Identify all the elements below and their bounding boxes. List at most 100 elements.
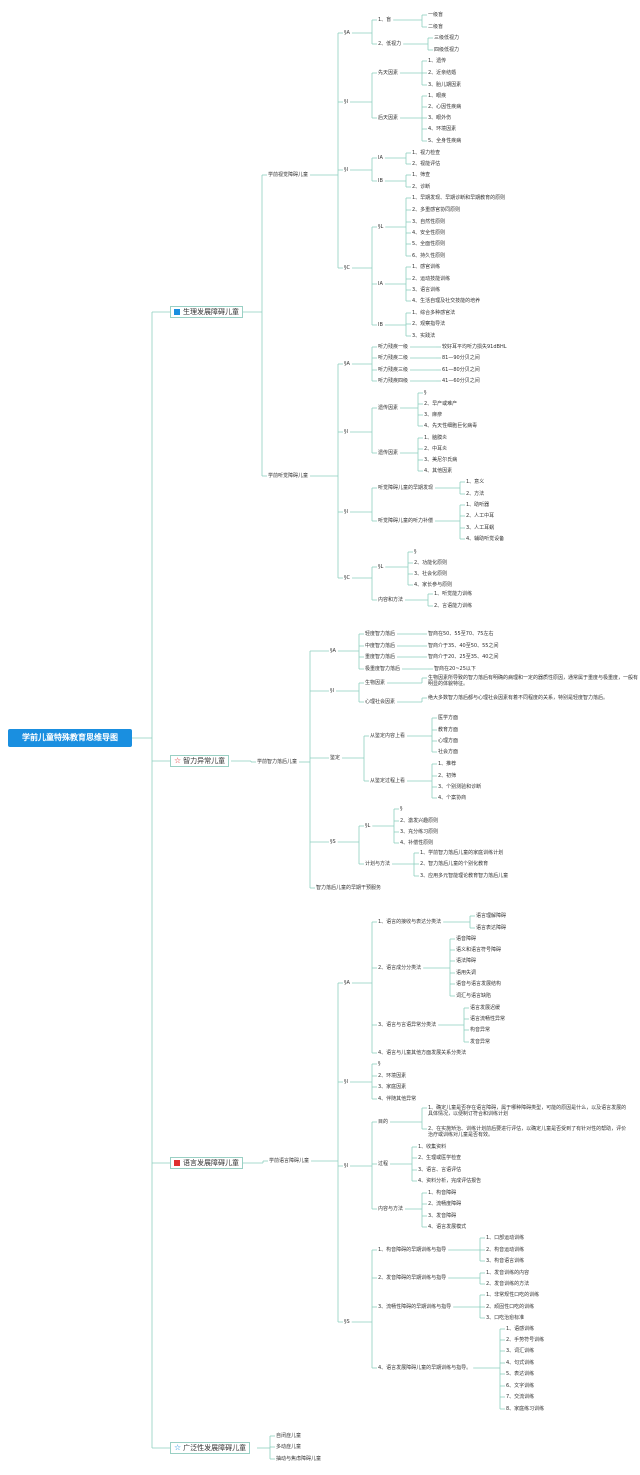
- map-node[interactable]: 智商在50、55至70、75左右: [428, 631, 494, 637]
- map-node[interactable]: 3、社会化原则: [414, 571, 448, 577]
- map-node[interactable]: §: [414, 549, 417, 555]
- category-language-disorder[interactable]: 语言发展障碍儿童: [170, 1157, 243, 1169]
- map-node[interactable]: 2、初筛: [438, 773, 457, 779]
- map-node[interactable]: 多动症儿童: [276, 1444, 302, 1450]
- map-node[interactable]: §I: [330, 688, 334, 694]
- map-node[interactable]: 3、实践法: [412, 333, 436, 339]
- map-node[interactable]: IB: [378, 178, 383, 184]
- map-node[interactable]: 2、环境因素: [378, 1073, 407, 1079]
- map-node[interactable]: 自闭症儿童: [276, 1433, 302, 1439]
- map-node[interactable]: §I: [344, 509, 348, 515]
- map-node[interactable]: 1、盲: [378, 17, 392, 23]
- map-node[interactable]: 1、非常规性口吃的训练: [486, 1292, 540, 1298]
- map-node[interactable]: §L: [378, 564, 384, 570]
- map-node[interactable]: 5、表达训练: [506, 1371, 535, 1377]
- map-node[interactable]: 学前语言障碍儿童: [269, 1158, 310, 1164]
- category-physical-disability[interactable]: 生理发展障碍儿童: [170, 306, 243, 318]
- map-node[interactable]: 61—80分贝之间: [442, 367, 480, 373]
- map-node[interactable]: 3、发音障碍: [428, 1213, 457, 1219]
- map-node[interactable]: 学前智力落后儿童: [257, 759, 298, 765]
- map-node[interactable]: 重度智力落后: [365, 654, 396, 660]
- map-node[interactable]: 4、环境因素: [428, 126, 457, 132]
- map-node[interactable]: 2、言语能力训练: [434, 603, 473, 609]
- map-node[interactable]: 3、眼外伤: [428, 115, 452, 121]
- map-node[interactable]: §I: [344, 1079, 348, 1085]
- map-node[interactable]: 后天因素: [378, 115, 399, 121]
- map-node[interactable]: 3、语言、言语评估: [418, 1167, 462, 1173]
- map-node[interactable]: 听力残疾二级: [378, 355, 409, 361]
- map-node[interactable]: 81—90分贝之间: [442, 355, 480, 361]
- map-node[interactable]: 语音与语言发展结构: [456, 981, 502, 987]
- map-node[interactable]: 3、语言训练: [412, 287, 441, 293]
- map-node[interactable]: 3、流畅性障碍的早期训练与指导: [378, 1304, 452, 1310]
- map-node[interactable]: 2、多重感官协同原则: [412, 207, 461, 213]
- map-node[interactable]: 2、语言成分分类法: [378, 965, 422, 971]
- map-node[interactable]: 1、早期发现、早期诊断和早期教育的原则: [412, 195, 506, 201]
- map-node[interactable]: 1、推荐: [438, 761, 457, 767]
- map-node[interactable]: 2、近亲结婚: [428, 70, 457, 76]
- map-node[interactable]: 4、家长参与原则: [414, 582, 453, 588]
- map-node[interactable]: 1、眼疾: [428, 93, 447, 99]
- map-node[interactable]: 1、感官训练: [412, 264, 441, 270]
- map-node[interactable]: 智力落后儿童的早期干预服务: [316, 885, 382, 891]
- map-node[interactable]: 8、家庭练习训练: [506, 1406, 545, 1412]
- map-node[interactable]: 41—60分贝之间: [442, 378, 480, 384]
- map-node[interactable]: §L: [378, 224, 384, 230]
- map-node[interactable]: 4、语言发展模式: [428, 1224, 467, 1230]
- map-node[interactable]: §I: [344, 429, 348, 435]
- map-node[interactable]: 2、流畅度障碍: [428, 1201, 462, 1207]
- map-node[interactable]: 5、全面性原则: [412, 241, 446, 247]
- map-node[interactable]: 3、语言与言语异常分类法: [378, 1022, 437, 1028]
- map-node[interactable]: 构音异常: [470, 1027, 491, 1033]
- map-node[interactable]: 智商介于35、40至50、55之间: [428, 643, 499, 649]
- map-node[interactable]: 听力残疾四级: [378, 378, 409, 384]
- map-node[interactable]: 4、生活自理及社交技能的培养: [412, 298, 481, 304]
- map-node[interactable]: 2、功能化原则: [414, 560, 448, 566]
- map-node[interactable]: §I: [344, 99, 348, 105]
- map-node[interactable]: 1、构音障碍: [428, 1190, 457, 1196]
- map-node[interactable]: 心理社会因素: [365, 699, 396, 705]
- map-node[interactable]: 社会方面: [438, 749, 459, 755]
- map-node[interactable]: 3、个别测验和诊断: [438, 784, 482, 790]
- map-node[interactable]: 词汇与语言缺陷: [456, 993, 492, 999]
- map-node[interactable]: 生物因素所导致的智力落后有明确的病理和一定的器质性原因，通常属于重度与极重度，一…: [428, 675, 639, 687]
- category-pervasive-developmental[interactable]: ☆广泛性发展障碍儿童: [170, 1442, 251, 1454]
- map-node[interactable]: 心理方面: [438, 738, 459, 744]
- map-node[interactable]: 1、语感训练: [506, 1326, 535, 1332]
- category-intellectual-disability[interactable]: ☆智力异常儿童: [170, 755, 230, 767]
- map-node[interactable]: 3、人工耳蜗: [466, 525, 495, 531]
- map-node[interactable]: 1、发音训练的内容: [486, 1270, 530, 1276]
- map-node[interactable]: IA: [378, 155, 383, 161]
- map-node[interactable]: §I: [344, 167, 348, 173]
- map-node[interactable]: 4、先天性细胞巨化病毒: [424, 423, 478, 429]
- map-node[interactable]: 从鉴定内容上看: [370, 733, 406, 739]
- map-node[interactable]: 语法障碍: [456, 958, 477, 964]
- map-node[interactable]: 先天因素: [378, 70, 399, 76]
- map-node[interactable]: 语言理解障碍: [476, 913, 507, 919]
- map-node[interactable]: 遗传因素: [378, 450, 399, 456]
- map-node[interactable]: 听觉障碍儿童的听力补偿: [378, 518, 434, 524]
- map-node[interactable]: 4、辅助听觉设备: [466, 536, 505, 542]
- map-node[interactable]: 目的: [378, 1119, 389, 1125]
- map-node[interactable]: 2、发音训练的方法: [486, 1281, 530, 1287]
- map-node[interactable]: 4、安全性原则: [412, 230, 446, 236]
- map-node[interactable]: 4、句式训练: [506, 1360, 535, 1366]
- map-node[interactable]: 教育方面: [438, 727, 459, 733]
- map-node[interactable]: 3、胎儿期因素: [428, 82, 462, 88]
- map-node[interactable]: 生物因素: [365, 680, 386, 686]
- map-node[interactable]: 4、语言发展障碍儿童的早期训练与指导。: [378, 1365, 472, 1371]
- map-node[interactable]: 2、早产或难产: [424, 401, 458, 407]
- map-node[interactable]: 绝大多数智力落后都与心理社会因素有着不同程度的关系，特别是轻度智力落后。: [428, 695, 609, 701]
- map-node[interactable]: 1、构音障碍的早期训练与指导: [378, 1247, 447, 1253]
- map-node[interactable]: 鉴定: [330, 755, 341, 761]
- map-node[interactable]: 3、麻疹: [424, 412, 443, 418]
- map-node[interactable]: 1、收集资料: [418, 1144, 447, 1150]
- map-node[interactable]: 1、脑膜炎: [424, 435, 448, 441]
- map-node[interactable]: 3、充分练习原则: [400, 829, 439, 835]
- map-node[interactable]: §L: [365, 823, 371, 829]
- map-node[interactable]: 过程: [378, 1161, 389, 1167]
- map-node[interactable]: 4、语言与儿童其他方面发展关系分类法: [378, 1050, 467, 1056]
- map-node[interactable]: §S: [344, 1319, 350, 1325]
- map-node[interactable]: 1、确定儿童是否存在语言障碍，属于哪种障碍类型，可能的原因是什么，以及语言发展的…: [428, 1105, 627, 1117]
- map-node[interactable]: 极重度智力落后: [365, 666, 401, 672]
